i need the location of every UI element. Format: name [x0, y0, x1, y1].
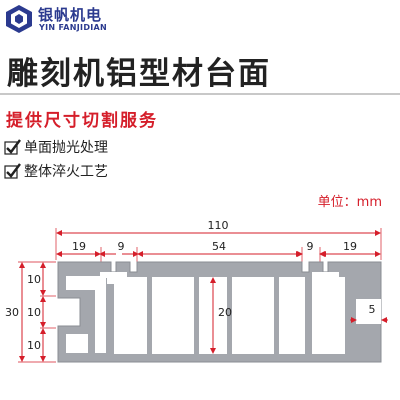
feature-item: 整体淬火工艺: [4, 161, 108, 181]
dim-lower-layer: 10: [27, 339, 41, 352]
feature-label: 整体淬火工艺: [24, 164, 108, 180]
dim-right-slot: 9: [307, 240, 314, 253]
feature-item: 单面抛光处理: [4, 137, 108, 157]
profile-diagram: 110 19 9 54 9 19 30 10 10 10 20 5: [5, 219, 388, 363]
dim-edge-width: 5: [369, 303, 376, 316]
profile-openings: [66, 272, 381, 354]
feature-label: 单面抛光处理: [24, 140, 108, 156]
dim-middle-layer: 10: [27, 306, 41, 319]
brand-name: 银帆机电: [38, 6, 103, 24]
dim-center-width: 54: [212, 240, 226, 253]
page-title: 雕刻机铝型材台面: [7, 56, 271, 92]
dim-right-margin: 19: [343, 240, 357, 253]
dimension-lines: [19, 230, 388, 362]
dim-left-margin: 19: [72, 240, 86, 253]
dim-left-slot: 9: [118, 240, 125, 253]
dim-total-height: 30: [5, 306, 19, 319]
dim-overall-width: 110: [208, 219, 229, 232]
subtitle: 提供尺寸切割服务: [6, 111, 158, 131]
dim-upper-layer: 10: [27, 273, 41, 286]
brand-logo-icon: [6, 5, 32, 33]
brand-name-english: YIN FANJIDIAN: [39, 23, 108, 32]
checkmark-icon: [4, 139, 21, 155]
checkmark-icon: [4, 163, 21, 179]
dim-inner-height: 20: [218, 306, 232, 319]
unit-label: 单位：mm: [317, 195, 382, 210]
divider: [0, 93, 400, 95]
